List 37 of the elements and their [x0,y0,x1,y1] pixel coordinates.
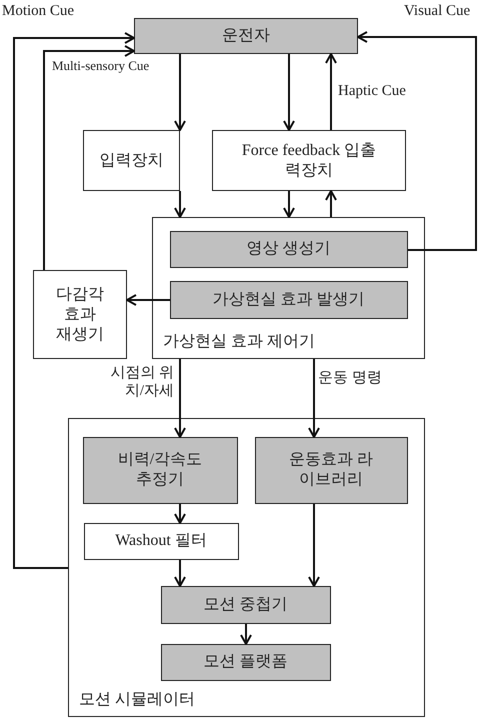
multisensory-player-box: 다감각 효과 재생기 [33,270,127,359]
edge-label: Haptic Cue [338,82,406,100]
controller-panel [152,217,425,359]
edge-label: 운동 명령 [318,369,382,387]
arrow [325,53,337,130]
arrow [240,624,252,645]
arrow [126,294,170,306]
filter-box: Washout 필터 [84,522,238,560]
motion-combiner-box: 모션 중첩기 [160,586,330,624]
arrow [308,359,320,438]
edge-label: Multi-sensory Cue [52,58,150,74]
group-label: 모션 시뮬레이터 [79,690,195,710]
arrow [283,191,295,218]
arrow [13,32,135,569]
arrow [174,504,186,524]
driver-box: 운전자 [134,18,358,54]
image-generator-box: 영상 생성기 [170,230,408,268]
edge-label: Motion Cue [2,2,74,20]
arrow [357,31,477,251]
arrow [174,359,186,438]
edge-label: Visual Cue [404,2,470,20]
group-label: 가상현실 효과 제어기 [163,332,315,352]
input-device-box: 입력장치 [83,130,180,191]
motion-platform-box: 모션 플랫폼 [160,644,330,680]
effect-generator-box: 가상현실 효과 발생기 [170,280,408,318]
force-feedback-box: Force feedback 입출력장치 [212,130,406,191]
arrow [283,54,295,131]
arrow [308,504,320,587]
motion-library-box: 운동효과 라이브러리 [254,436,408,504]
estimator-box: 비력/각속도 추정기 [82,436,238,504]
arrow [325,190,337,217]
arrow [174,560,186,587]
edge-label: 시점의 위치/자세 [109,364,174,400]
arrow [43,45,135,270]
arrow [174,191,186,218]
arrow [174,54,186,131]
motion-simulator-panel [68,418,425,717]
